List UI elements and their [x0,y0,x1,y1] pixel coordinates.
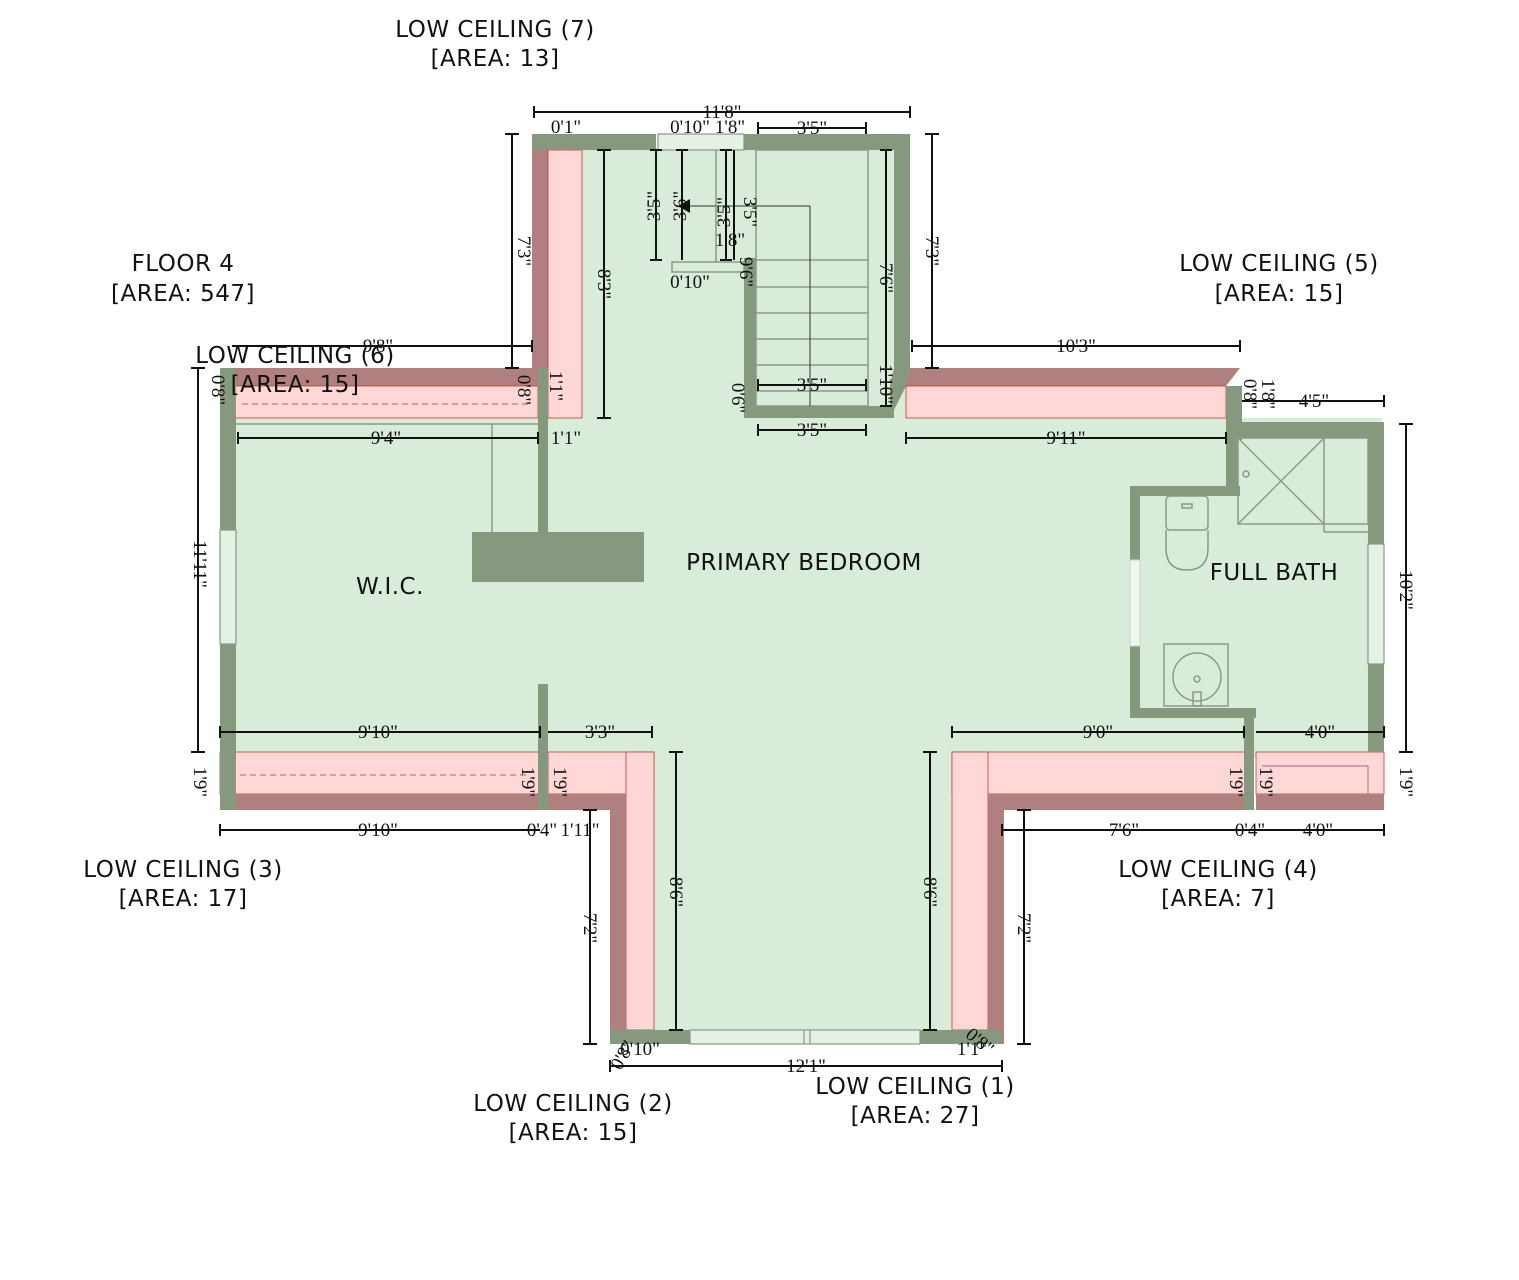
dim-left-h: 7'3" [513,236,534,266]
sink-icon [1163,643,1229,707]
dim-stair-w1: 3'5" [797,375,827,396]
dim-stair-e: 1'8" [715,230,745,251]
dim-top-total: 11'8" [703,102,742,123]
dim-leg-l-out: 7'2" [579,913,600,943]
low-ceiling-6-title: LOW CEILING (6) [195,343,395,369]
dim-top-b: 0'10" [670,117,710,138]
dim-stair-c: 3'5" [714,197,735,227]
dim-bot-l3: 1'11" [561,820,600,841]
dim-right-v: 10'2" [1395,570,1416,610]
shower-icon [1237,437,1369,533]
dim-right-in: 9'11" [1047,428,1086,449]
dim-inner-h: 8'3" [593,269,614,299]
low-ceiling-5-title: LOW CEILING (5) [1179,251,1379,277]
dim-right-h: 7'3" [921,236,942,266]
dim-stair-w2: 3'5" [797,420,827,441]
dim-leg-r-in: 8'6" [919,877,940,907]
dim-br-b: 4'0" [1305,722,1335,743]
dim-wic-in: 9'4" [371,428,401,449]
dim-bot-r1: 7'6" [1109,820,1139,841]
low-ceiling-6-area: [AREA: 15] [231,372,360,398]
dim-stair-b: 3'6" [670,191,691,221]
low-ceiling-7-zone [532,134,583,419]
wic-label: W.I.C. [356,574,424,600]
window-bottom [689,1029,921,1045]
low-ceiling-6-zone [220,368,545,419]
floor-area [232,148,1382,1035]
dim-right-top: 10'3" [1056,336,1096,357]
dim-bottom-r: 1'1" [957,1039,987,1060]
low-ceiling-5-zone [905,368,1240,419]
dim-low-v-r3: 1'9" [1395,767,1416,797]
dim-wall-b: 1'1" [545,371,566,401]
dim-low-v-l3: 1'9" [549,767,570,797]
dim-low-v-r1: 1'9" [1225,767,1246,797]
low-ceiling-5-area: [AREA: 15] [1215,281,1344,307]
dim-left-v: 11'11" [189,540,210,588]
dim-stair-g: 9'6" [735,257,756,287]
dim-stair-v2: 1'10" [875,364,896,404]
dim-bot-r3: 4'0" [1303,820,1333,841]
floor-title: FLOOR 4 [132,251,235,277]
low-ceiling-1-area: [AREA: 27] [851,1103,980,1129]
window-left [219,529,237,645]
low-ceiling-4-area: [AREA: 7] [1161,886,1275,912]
dim-wic-top: 9'8" [363,336,393,357]
dim-stair-a: 3'5" [644,191,665,221]
windows [219,133,1385,1045]
dim-bot-r2: 0'4" [1235,820,1265,841]
dim-bottom-l: 0'10" [620,1039,660,1060]
dim-bottom-total: 12'1" [786,1056,826,1077]
dimension-texts: 11'8" 0'1" 0'10" 1'8" 3'5" 3'5" 3'6" 3'5… [189,102,1416,1077]
dim-stair-f: 0'10" [670,272,710,293]
dim-wall-d: 0'8" [513,375,534,405]
window-right [1367,543,1385,665]
closet-shelf [236,423,538,532]
low-ceiling-2-area: [AREA: 15] [509,1120,638,1146]
low-ceiling-2-zone [547,751,655,1044]
dim-low-v-r2: 1'9" [1255,767,1276,797]
stairs [671,149,869,407]
low-ceiling-3-area: [AREA: 17] [119,886,248,912]
dim-bl-b: 3'3" [585,722,615,743]
dim-stair-d: 3'5" [739,197,760,227]
primary-bedroom-label: PRIMARY BEDROOM [686,550,922,576]
dim-leg-r-out: 7'2" [1013,913,1034,943]
dim-stair-v1: 0'6" [727,383,748,413]
low-ceiling-2-title: LOW CEILING (2) [473,1091,673,1117]
dim-bl-a: 9'10" [358,722,398,743]
dim-bot-l1: 9'10" [358,820,398,841]
dim-stair-h: 7'6" [875,263,896,293]
dim-bath-v2: 0'8" [1239,379,1260,409]
low-ceiling-7-area: [AREA: 13] [431,46,560,72]
low-ceiling-7-title: LOW CEILING (7) [395,17,595,43]
dim-br-a: 9'0" [1083,722,1113,743]
low-ceiling-3-title: LOW CEILING (3) [83,857,283,883]
low-ceiling-1-title: LOW CEILING (1) [815,1074,1015,1100]
dim-bath-top: 4'5" [1299,391,1329,412]
dim-top-a: 0'1" [551,117,581,138]
low-ceiling-4-zone [1255,751,1385,810]
labels: LOW CEILING (7) [AREA: 13] FLOOR 4 [AREA… [83,17,1379,1146]
dim-leg-l-in: 8'6" [665,877,686,907]
low-ceiling-3-zone [219,751,543,810]
window-top [657,133,745,151]
dim-low-v-l2: 1'9" [517,767,538,797]
full-bath-label: FULL BATH [1210,560,1339,586]
low-ceiling-4-title: LOW CEILING (4) [1118,857,1318,883]
dim-bot-l2: 0'4" [527,820,557,841]
dimension-lines [191,106,1413,1072]
dim-top-d: 3'5" [797,118,827,139]
dim-wall-c: 0'8" [207,375,228,405]
dim-bath-v: 1'8" [1257,379,1278,409]
dim-low-v-l1: 1'9" [189,767,210,797]
toilet-icon [1165,495,1209,571]
dim-top-c: 1'8" [715,117,745,138]
floor-area-label: [AREA: 547] [111,281,255,307]
dim-wall-a: 1'1" [551,428,581,449]
